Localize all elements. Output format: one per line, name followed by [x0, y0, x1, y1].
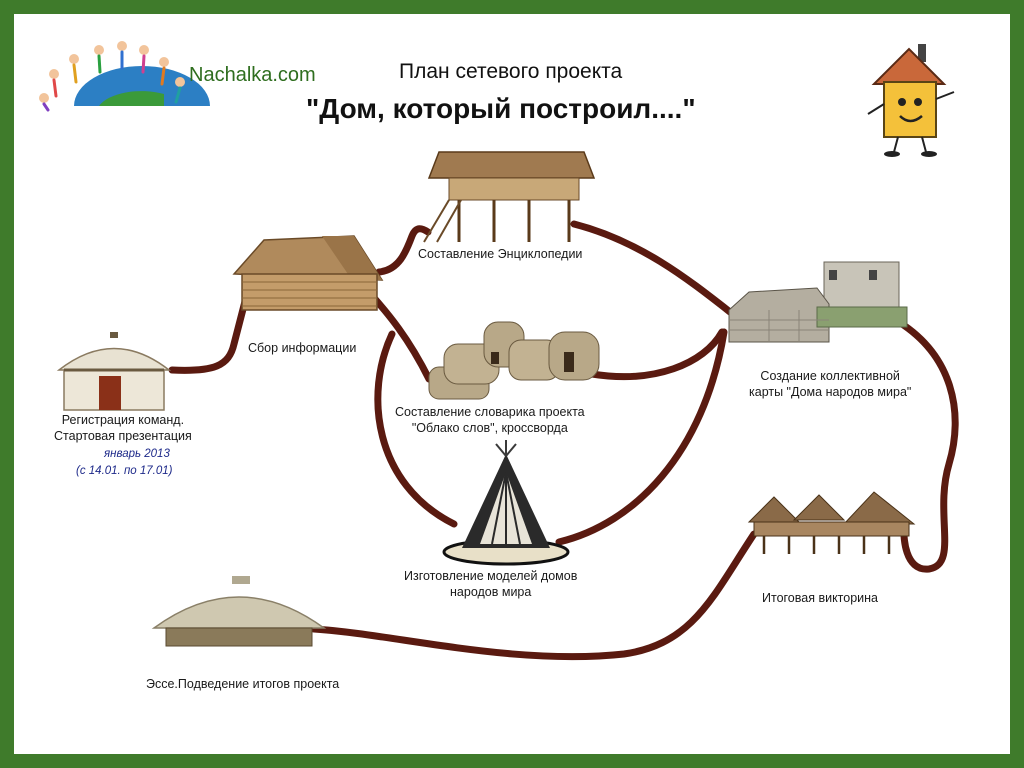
path-info-to-encyclopedia — [375, 225, 432, 276]
path-tipi-to-map — [555, 328, 728, 546]
stilt-house-icon — [423, 151, 596, 243]
label-models: Изготовление моделей домов народов мира — [404, 568, 577, 600]
label-dictionary-line1: Составление словарика проекта — [395, 405, 585, 419]
children-globe-logo — [39, 41, 210, 112]
label-essay: Эссе.Подведение итогов проекта — [146, 677, 340, 691]
path-map-to-quiz — [890, 315, 959, 573]
label-models-line1: Изготовление моделей домов — [404, 569, 578, 583]
path-encyclopedia-to-map — [570, 220, 743, 323]
label-registration: Регистрация команд. Стартовая презентаци… — [54, 412, 192, 444]
path-quiz-to-essay — [310, 530, 758, 661]
label-map-line2: карты "Дома народов мира" — [749, 385, 912, 399]
tipi-icon — [442, 440, 570, 566]
log-cabin-icon — [232, 235, 384, 311]
label-map: Создание коллективной карты "Дома народо… — [749, 368, 911, 400]
label-quiz: Итоговая викторина — [762, 591, 879, 605]
title-line-1: План сетевого проекта — [399, 60, 623, 83]
label-dictionary-line2: "Облако слов", кроссворда — [411, 421, 568, 435]
label-encyclopedia: Составление Энциклопедии — [418, 247, 583, 261]
slide-canvas: Nachalka.com План сетевого проекта "Дом,… — [14, 14, 1010, 754]
path-yurt-to-info — [168, 282, 253, 374]
pile-dwellings-icon — [747, 491, 916, 554]
label-registration-line2: Стартовая презентация — [54, 429, 192, 443]
route-paths — [168, 220, 959, 661]
project-map — [39, 41, 959, 661]
label-registration-range: (с 14.01. по 17.01) — [76, 465, 173, 477]
stone-houses-icon — [728, 261, 908, 343]
label-info: Сбор информации — [248, 341, 357, 355]
brand-name: Nachalka.com — [189, 64, 316, 86]
label-models-line2: народов мира — [450, 585, 532, 599]
path-info-to-tipi — [374, 330, 458, 528]
clay-houses-icon — [428, 321, 600, 400]
house-mascot-icon — [867, 44, 955, 157]
label-map-line1: Создание коллективной — [760, 369, 900, 383]
label-dictionary: Составление словарика проекта "Облако сл… — [395, 404, 585, 436]
yurt-icon — [56, 332, 172, 411]
label-registration-date: январь 2013 — [104, 448, 170, 460]
title-line-2: "Дом, который построил...." — [306, 93, 696, 124]
thatched-hut-icon — [151, 576, 327, 647]
label-registration-line1: Регистрация команд. — [61, 413, 185, 427]
path-dictionary-to-map — [588, 328, 726, 381]
